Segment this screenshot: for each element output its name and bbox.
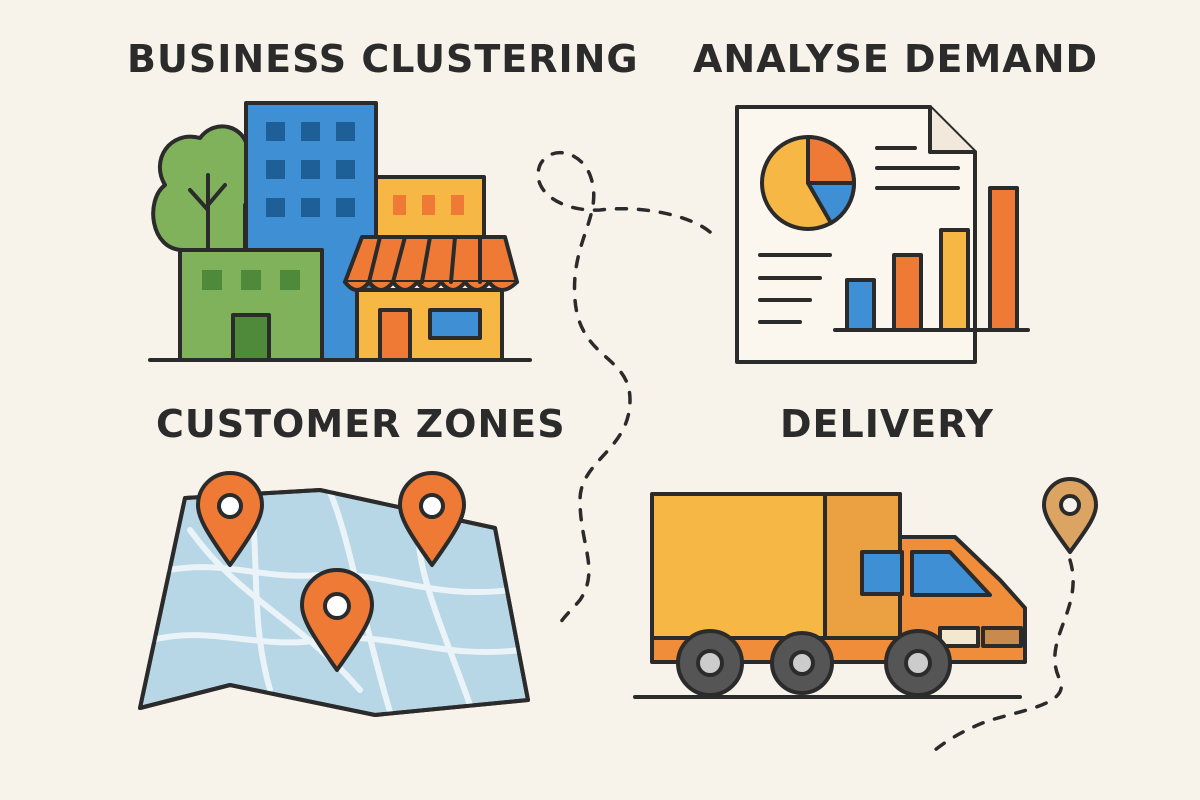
title-analyse-demand: ANALYSE DEMAND [693, 37, 1099, 81]
map-pins-icon [138, 471, 530, 717]
orange-building-icon [374, 175, 486, 239]
bar-chart-icon [833, 186, 1030, 332]
city-buildings-icon [148, 101, 532, 362]
title-business-clustering: BUSINESS CLUSTERING [127, 37, 639, 81]
location-pin-icon [196, 471, 264, 567]
location-pin-icon [398, 471, 466, 567]
pie-chart-icon [760, 135, 857, 231]
wheel-icon [770, 631, 834, 695]
green-building-icon [178, 248, 324, 362]
wheel-icon [884, 629, 952, 697]
wheel-icon [676, 629, 744, 697]
text-lines [758, 146, 960, 324]
title-delivery: DELIVERY [780, 402, 994, 446]
truck-window [910, 550, 992, 597]
title-customer-zones: CUSTOMER ZONES [156, 402, 566, 446]
location-pin-icon [300, 568, 374, 672]
dashed-route-path [536, 150, 1075, 752]
location-pin-icon [1042, 477, 1098, 554]
shop-icon [343, 235, 519, 362]
delivery-truck-icon [633, 477, 1098, 699]
report-chart-icon [735, 105, 1030, 364]
